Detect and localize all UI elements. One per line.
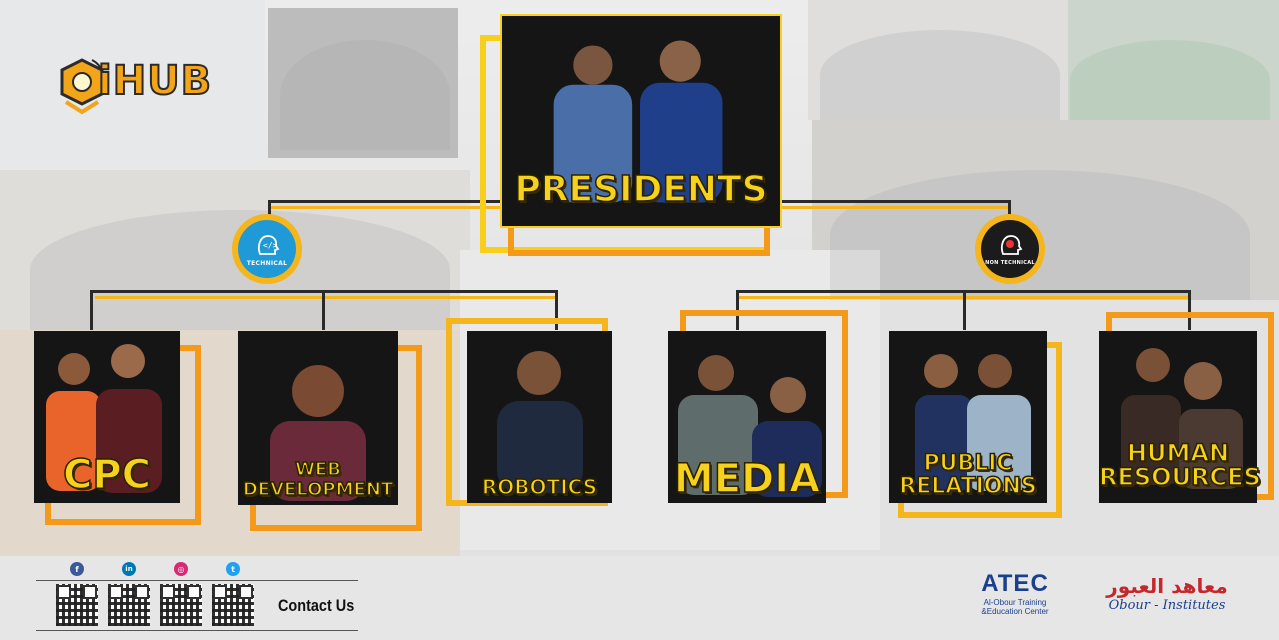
connector-line: [322, 290, 325, 330]
footer-divider: [36, 630, 358, 631]
contact-us-text: Contact Us: [278, 596, 355, 615]
ihub-logo-icon: [60, 58, 104, 115]
committee-name: HUMAN: [1126, 439, 1230, 467]
committee-name: ROBOTICS: [481, 475, 598, 499]
committee-photo: [1121, 348, 1243, 489]
connector-line: [555, 290, 558, 330]
non-technical-badge: NON TECHNICAL: [975, 214, 1045, 284]
committee-photo: [915, 354, 1031, 491]
connector-line: [268, 206, 502, 209]
committee-photo: [678, 355, 822, 497]
svg-text:</>: </>: [263, 241, 278, 250]
twitter-icon[interactable]: t: [226, 562, 240, 576]
committee-card-cpc: CPC: [34, 331, 180, 503]
code-head-icon: </>: [257, 234, 280, 255]
committee-name: RESOURCES: [1098, 463, 1261, 491]
atec-line2: &Education Center: [981, 607, 1049, 616]
committee-name: WEB: [294, 459, 341, 480]
qr-code-twitter[interactable]: [212, 584, 254, 626]
committee-card-web: WEB DEVELOPMENT: [238, 331, 398, 505]
committee-name: RELATIONS: [899, 474, 1038, 499]
instagram-icon[interactable]: ◎: [174, 562, 188, 576]
obour-latin: Obour - Institutes: [1108, 598, 1226, 613]
non-technical-badge-label: NON TECHNICAL: [985, 260, 1035, 266]
qr-code-linkedin[interactable]: [108, 584, 150, 626]
connector-line: [963, 290, 966, 330]
facebook-icon[interactable]: f: [70, 562, 84, 576]
committee-name: DEVELOPMENT: [242, 479, 394, 500]
obour-arabic: معاهد العبور: [1106, 574, 1228, 598]
committee-card-pr: PUBLIC RELATIONS: [889, 331, 1047, 503]
committee-name: CPC: [62, 452, 152, 498]
obour-institutes-logo: معاهد العبور Obour - Institutes: [1092, 574, 1242, 630]
committee-name: MEDIA: [673, 456, 821, 502]
atec-logo: ATEC Al-Obour Training &Education Center: [970, 570, 1060, 630]
connector-line: [268, 200, 502, 203]
technical-badge: </> TECHNICAL: [232, 214, 302, 284]
footer-divider: [36, 580, 358, 581]
logo-text: iHUB: [97, 57, 213, 105]
connector-line: [268, 200, 271, 220]
technical-badge-label: TECHNICAL: [246, 259, 288, 267]
qr-code-facebook[interactable]: [56, 584, 98, 626]
technical-badge-inner: </> TECHNICAL: [238, 220, 296, 278]
committee-photo: [270, 365, 366, 501]
committee-photo: [46, 344, 162, 493]
committee-photo: [497, 351, 583, 493]
connector-line: [1008, 200, 1011, 220]
connector-line: [95, 296, 558, 299]
presidents-card: PRESIDENTS: [500, 14, 782, 228]
qr-code-instagram[interactable]: [160, 584, 202, 626]
connector-line: [780, 200, 1010, 203]
committee-card-media: MEDIA: [668, 331, 826, 503]
atec-logo-text: ATEC: [981, 570, 1049, 597]
footer: f in ◎ t Contact Us ATEC Al-Obour Traini…: [0, 556, 1279, 640]
connector-line: [1188, 290, 1191, 330]
gear-head-icon: [1000, 235, 1023, 255]
connector-line: [780, 206, 1010, 209]
connector-line: [90, 290, 93, 330]
atec-line1: Al-Obour Training: [983, 598, 1047, 607]
committee-card-robotics: ROBOTICS: [467, 331, 612, 503]
non-technical-badge-inner: NON TECHNICAL: [981, 220, 1039, 278]
presidents-title: PRESIDENTS: [514, 169, 769, 210]
committee-name: PUBLIC: [923, 451, 1014, 476]
presidents-photo: [553, 40, 723, 203]
committee-card-hr: HUMAN RESOURCES: [1098, 331, 1262, 503]
linkedin-icon[interactable]: in: [122, 562, 136, 576]
